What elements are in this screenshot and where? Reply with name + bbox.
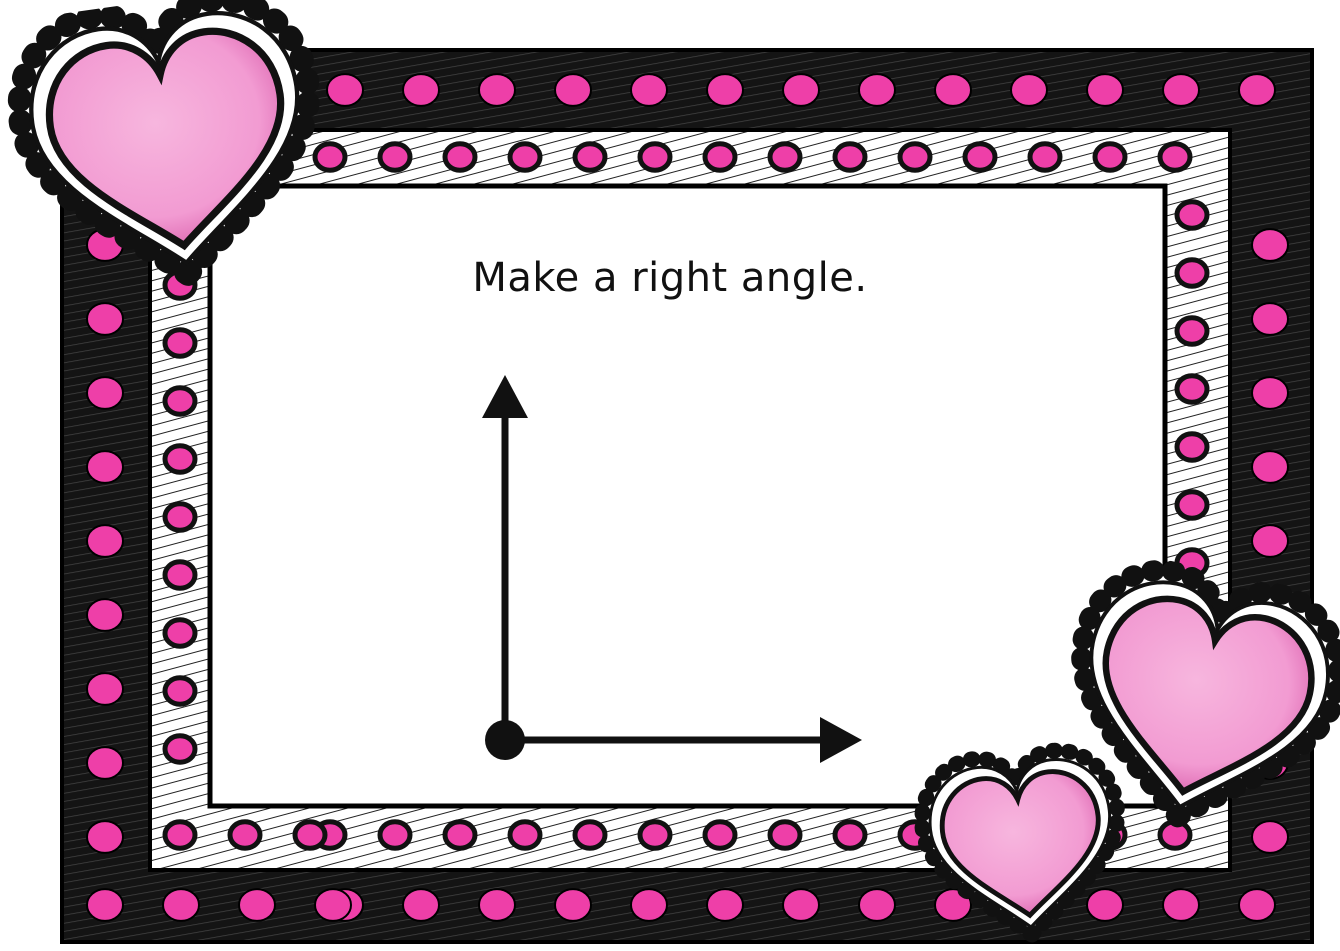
outer-dot	[554, 888, 592, 922]
inner-dot	[442, 819, 478, 851]
inner-dot	[292, 819, 328, 851]
outer-dot	[630, 888, 668, 922]
inner-dot	[227, 819, 263, 851]
outer-dot	[554, 73, 592, 107]
inner-dot	[962, 141, 998, 173]
inner-dot	[767, 141, 803, 173]
outer-dot	[858, 73, 896, 107]
outer-dot	[782, 888, 820, 922]
outer-dot	[86, 302, 124, 336]
inner-dot	[1174, 315, 1210, 347]
outer-dot	[1010, 73, 1048, 107]
inner-dot	[162, 559, 198, 591]
outer-dot	[1162, 888, 1200, 922]
outer-dot	[1238, 888, 1276, 922]
inner-dot	[832, 819, 868, 851]
outer-dot	[706, 888, 744, 922]
inner-dot	[377, 819, 413, 851]
outer-dot	[782, 73, 820, 107]
outer-dot	[478, 73, 516, 107]
outer-dot	[934, 73, 972, 107]
inner-dot	[572, 819, 608, 851]
inner-dot	[162, 443, 198, 475]
inner-dot	[162, 819, 198, 851]
outer-dot	[1251, 302, 1289, 336]
inner-dot	[1027, 141, 1063, 173]
inner-dot	[1092, 141, 1128, 173]
right-angle-figure	[482, 375, 862, 763]
outer-dot	[1086, 888, 1124, 922]
outer-dot	[1251, 228, 1289, 262]
outer-dot	[1086, 73, 1124, 107]
outer-dot	[630, 73, 668, 107]
inner-dot	[1174, 199, 1210, 231]
inner-dot	[162, 733, 198, 765]
outer-dot	[1162, 73, 1200, 107]
outer-dot	[1251, 524, 1289, 558]
outer-dot	[86, 672, 124, 706]
inner-dot	[162, 617, 198, 649]
inner-dot	[702, 141, 738, 173]
inner-dot	[1174, 373, 1210, 405]
outer-dot	[86, 524, 124, 558]
outer-dot	[858, 888, 896, 922]
outer-dot	[1238, 73, 1276, 107]
inner-dot	[442, 141, 478, 173]
inner-dot	[162, 675, 198, 707]
outer-dot	[314, 888, 352, 922]
inner-dot	[507, 141, 543, 173]
inner-dot	[1157, 141, 1193, 173]
inner-dot	[572, 141, 608, 173]
outer-dot	[86, 598, 124, 632]
outer-dot	[1251, 450, 1289, 484]
inner-dot	[1174, 489, 1210, 521]
inner-dot	[507, 819, 543, 851]
inner-dot	[377, 141, 413, 173]
inner-dot	[832, 141, 868, 173]
inner-dot	[702, 819, 738, 851]
inner-dot	[312, 141, 348, 173]
outer-dot	[326, 73, 364, 107]
inner-dot	[1174, 431, 1210, 463]
outer-dot	[706, 73, 744, 107]
outer-dot	[402, 73, 440, 107]
outer-dot	[86, 820, 124, 854]
arrow-right-icon	[820, 717, 862, 763]
inner-dot	[162, 385, 198, 417]
inner-dot	[637, 141, 673, 173]
inner-dot	[1174, 257, 1210, 289]
inner-dot	[897, 141, 933, 173]
outer-dot	[162, 888, 200, 922]
inner-dot	[637, 819, 673, 851]
arrow-up-icon	[482, 375, 528, 418]
vertex-dot	[485, 720, 525, 760]
outer-dot	[86, 888, 124, 922]
outer-dot	[402, 888, 440, 922]
inner-dot	[162, 501, 198, 533]
prompt-text: Make a right angle.	[472, 255, 868, 301]
inner-dot	[162, 327, 198, 359]
outer-dot	[238, 888, 276, 922]
outer-dot	[86, 746, 124, 780]
inner-dot	[767, 819, 803, 851]
outer-dot	[86, 450, 124, 484]
outer-dot	[478, 888, 516, 922]
outer-dot	[1251, 820, 1289, 854]
outer-dot	[86, 376, 124, 410]
writing-area	[207, 183, 1168, 809]
outer-dot	[1251, 376, 1289, 410]
